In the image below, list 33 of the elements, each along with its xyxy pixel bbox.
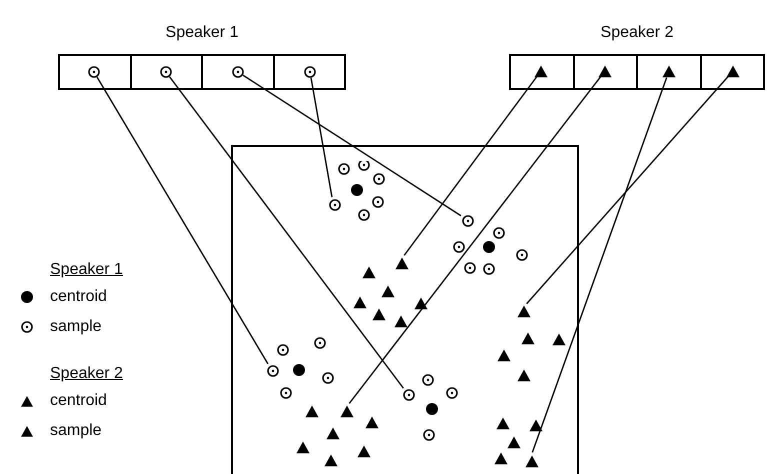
sample-ring-marker	[304, 66, 316, 78]
sample-triangle-marker	[395, 256, 409, 270]
sample-triangle-marker	[340, 404, 354, 418]
legend-label: centroid	[50, 391, 107, 411]
legend-label: sample	[50, 421, 102, 441]
legend-label: sample	[50, 317, 102, 337]
sample-triangle-marker	[534, 64, 548, 78]
sample-ring-marker	[160, 66, 172, 78]
sample-triangle-marker	[726, 64, 740, 78]
sample-triangle-marker	[525, 454, 539, 468]
sample-ring-marker	[403, 389, 415, 401]
connector-line	[404, 76, 538, 256]
connector-line	[242, 74, 462, 216]
connector-line	[532, 77, 668, 453]
legend-heading: Speaker 2	[50, 364, 123, 384]
connector-line	[348, 76, 602, 404]
sample-ring-marker	[88, 66, 100, 78]
codebook-title: Speaker 2	[600, 23, 674, 43]
connector-line	[169, 76, 404, 389]
connector-line	[310, 78, 333, 198]
legend-heading: Speaker 1	[50, 260, 123, 280]
sample-triangle-marker	[662, 64, 676, 78]
codebook-title: Speaker 1	[164, 23, 240, 43]
sample-ring-marker	[232, 66, 244, 78]
sample-ring-marker	[462, 215, 474, 227]
legend-label: centroid	[50, 287, 107, 307]
connector-line	[96, 76, 269, 364]
connector-line	[526, 76, 729, 304]
sample-triangle-marker	[517, 304, 531, 318]
sample-ring-marker	[329, 199, 341, 211]
sample-ring-marker	[267, 365, 279, 377]
sample-triangle-marker	[598, 64, 612, 78]
feature-space-box	[231, 145, 579, 474]
